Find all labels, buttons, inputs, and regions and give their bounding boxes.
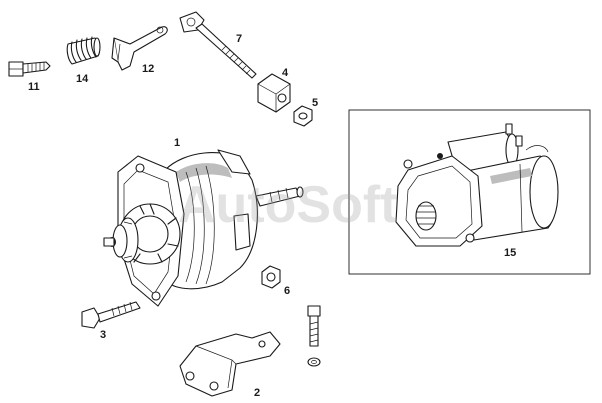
- callout-4: 4: [282, 67, 289, 79]
- part-spring: [66, 36, 101, 65]
- callout-14: 14: [76, 73, 89, 85]
- part-alternator-bolt: [81, 301, 141, 329]
- part-alternator: [103, 149, 304, 307]
- callout-6: 6: [284, 285, 290, 297]
- callout-3: 3: [100, 329, 106, 341]
- part-adjusting-bolt: [179, 11, 257, 79]
- part-starter-motor: [395, 123, 559, 247]
- part-mounting-bracket: [179, 305, 321, 397]
- callout-1: 1: [174, 137, 180, 149]
- callout-7: 7: [236, 33, 242, 45]
- part-nut-alternator: [261, 265, 281, 289]
- callout-15: 15: [504, 247, 516, 259]
- part-bolt-short: [8, 61, 51, 77]
- part-tension-strap: [111, 26, 168, 71]
- callout-2: 2: [254, 387, 260, 399]
- callout-11: 11: [28, 81, 40, 93]
- callout-12: 12: [142, 63, 154, 75]
- watermark-text: AutoSoft: [178, 176, 397, 234]
- part-nut-small: [293, 105, 313, 127]
- part-tension-block: [257, 73, 291, 113]
- callout-5: 5: [312, 97, 318, 109]
